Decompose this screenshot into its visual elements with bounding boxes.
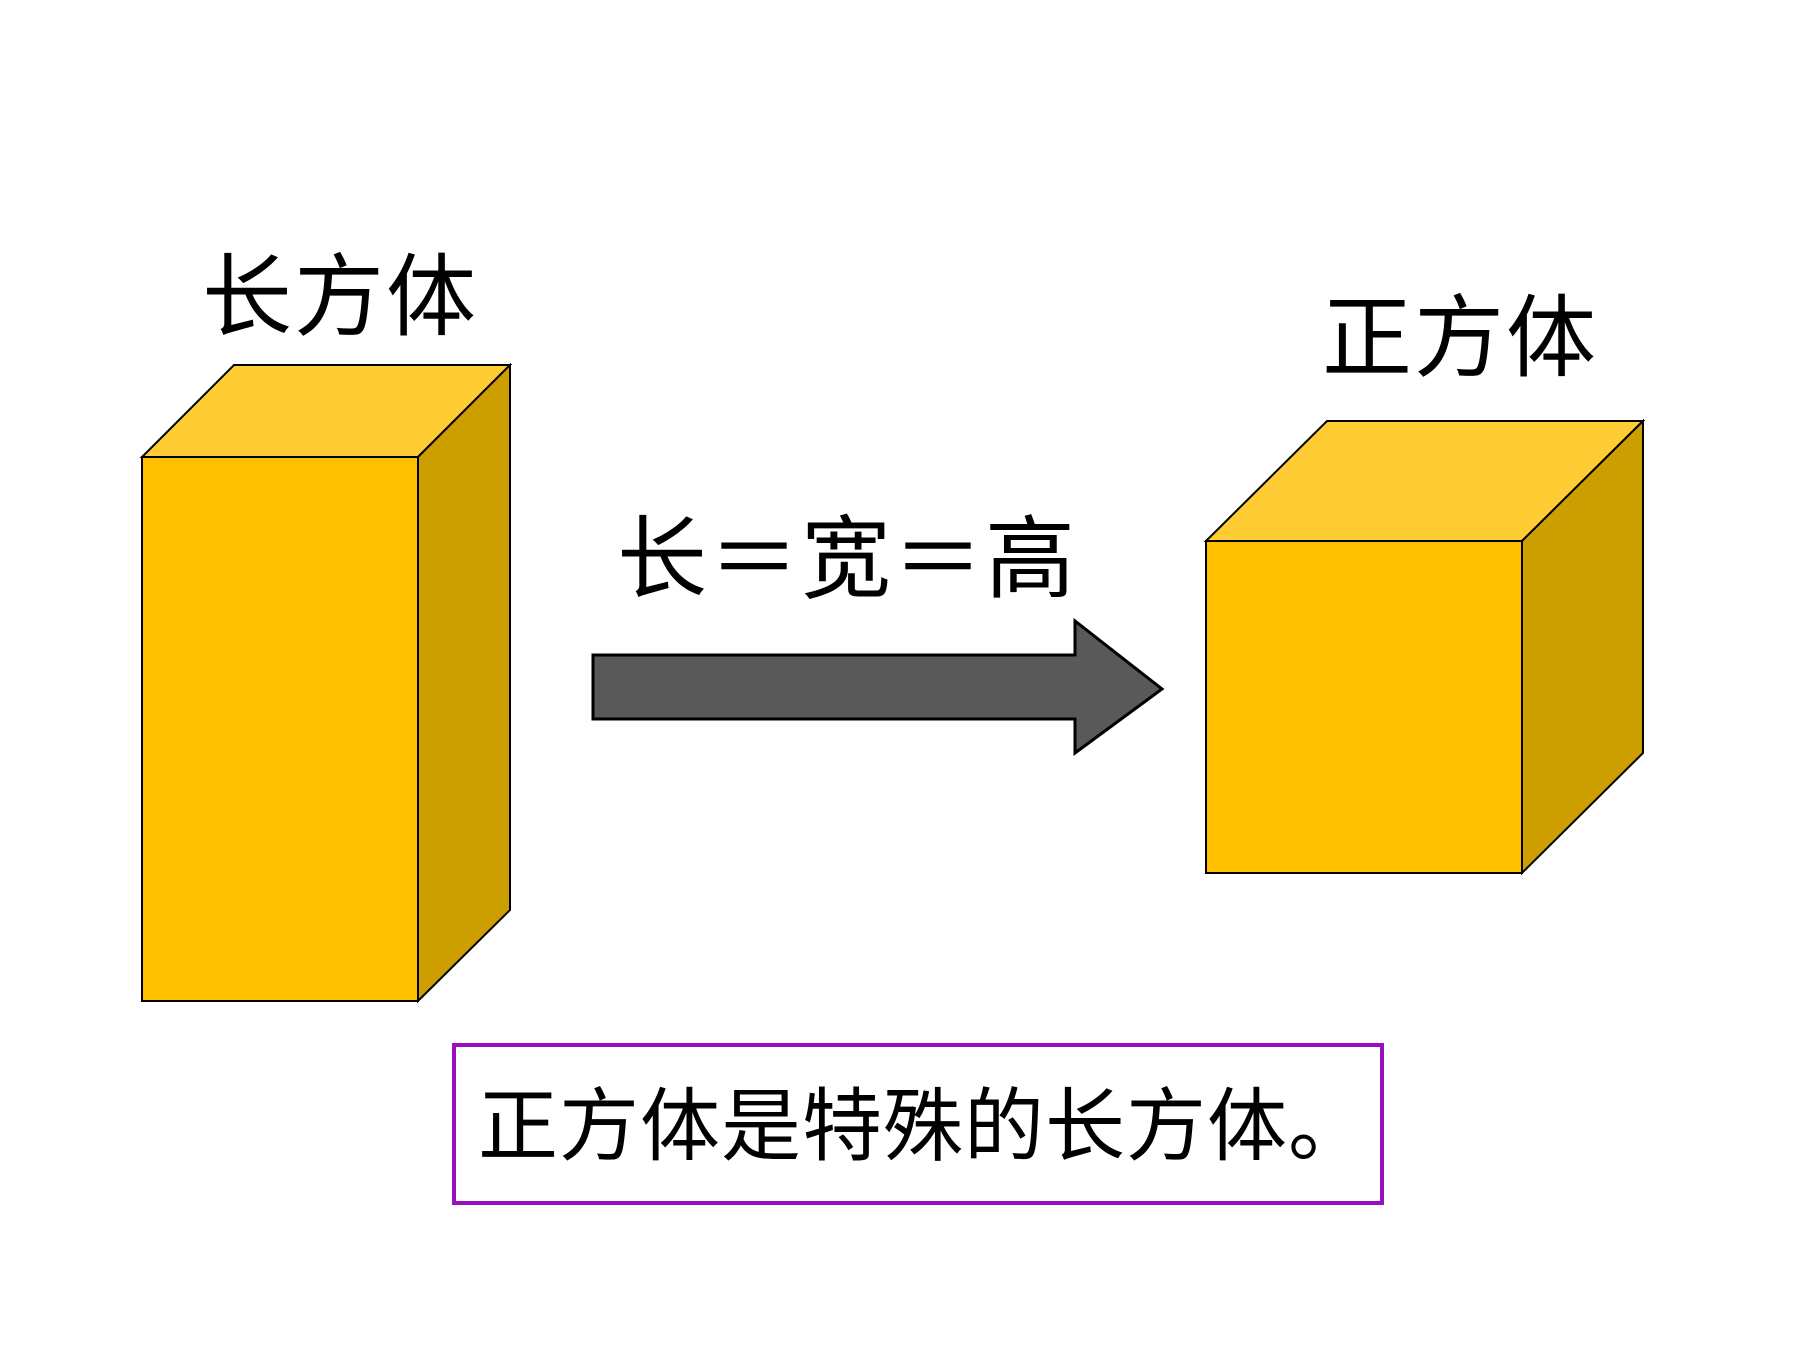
cube-label: 正方体 <box>1322 286 1598 391</box>
cuboid-side-face <box>417 362 511 1004</box>
conclusion-text: 正方体是特殊的长方体。 <box>478 1080 1369 1173</box>
cube-shape <box>1203 418 1646 876</box>
relation-label: 长＝宽＝高 <box>617 507 1077 612</box>
cuboid-front-face <box>141 456 419 1002</box>
transform-arrow <box>591 617 1165 756</box>
conclusion-box: 正方体是特殊的长方体。 <box>452 1043 1384 1205</box>
cuboid-label: 长方体 <box>202 245 478 350</box>
cuboid-shape <box>139 362 513 1004</box>
cube-front-face <box>1205 540 1523 874</box>
